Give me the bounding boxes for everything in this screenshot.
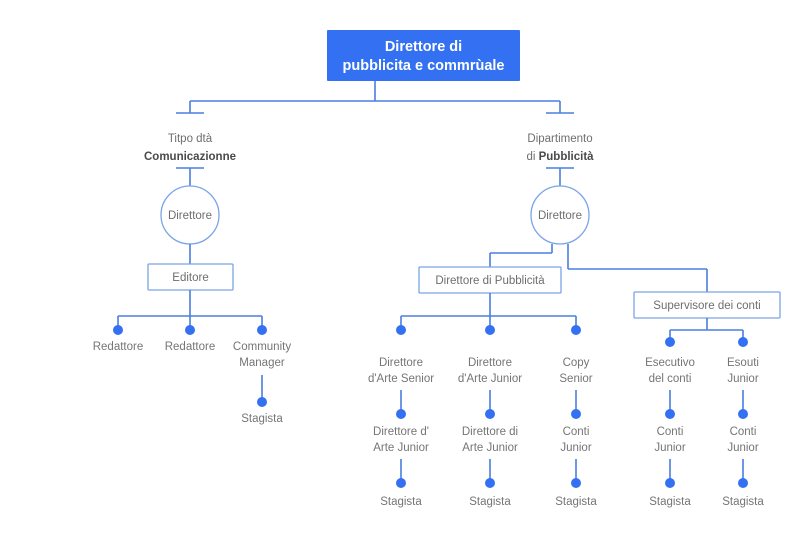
adv-col-1-level-1[interactable]: Direttore d'Arte Senior: [368, 325, 434, 385]
acc-col-2-dot-3[interactable]: [738, 478, 748, 488]
acc-col-2-level-1[interactable]: Esouti Junior: [727, 337, 759, 385]
acc-col-1-l1-line1: Esecutivo: [645, 357, 695, 369]
adv-col-3-l3: Stagista: [555, 496, 597, 508]
right-director-circle[interactable]: [530, 185, 590, 245]
right-director-label: Direttore: [538, 210, 582, 222]
adv-col-1-l2-line2: Arte Junior: [373, 442, 429, 454]
acc-col-2-level-3[interactable]: Stagista: [722, 478, 764, 508]
adv-col-2-dot-3[interactable]: [485, 478, 495, 488]
adv-col-1-l2-line1: Direttore d': [373, 426, 429, 438]
acc-col-1-dot-1[interactable]: [665, 337, 675, 347]
left-leaf-dot-3[interactable]: [257, 325, 267, 335]
adv-col-2-l3: Stagista: [469, 496, 511, 508]
direttore-pubblicita-label: Direttore di Pubblicità: [435, 275, 545, 287]
adv-col-2-l2-line1: Direttore di: [462, 426, 518, 438]
acc-col-1-l2-line2: Junior: [654, 442, 685, 454]
acc-col-2-l3: Stagista: [722, 496, 764, 508]
root-node-box[interactable]: [327, 30, 520, 81]
editore-label: Editore: [172, 272, 208, 284]
acc-col-1-l1-line2: del conti: [649, 373, 692, 385]
adv-col-2-level-2[interactable]: Direttore di Arte Junior: [462, 409, 518, 454]
left-header-line2: Comunicazionne: [144, 151, 236, 163]
right-director-to-advertising-connector: [489, 244, 553, 267]
left-stagista-label: Stagista: [241, 413, 283, 425]
adv-col-1-l3: Stagista: [380, 496, 422, 508]
adv-col-3-l1-line1: Copy: [563, 357, 590, 369]
right-header-line1: Dipartimento: [527, 133, 592, 145]
acc-col-2-dot-1[interactable]: [738, 337, 748, 347]
acc-col-1-l3: Stagista: [649, 496, 691, 508]
adv-col-1-dot-2[interactable]: [396, 409, 406, 419]
adv-col-1-level-3[interactable]: Stagista: [380, 478, 422, 508]
acc-col-2-l2-line2: Junior: [727, 442, 758, 454]
root-branch-connector: [189, 81, 561, 113]
acc-col-1-level-2[interactable]: Conti Junior: [654, 409, 686, 454]
adv-col-3-dot-3[interactable]: [571, 478, 581, 488]
left-header-to-director-connector: [176, 167, 204, 186]
adv-col-3-level-3[interactable]: Stagista: [555, 478, 597, 508]
adv-col-1-l1-line2: d'Arte Senior: [368, 373, 434, 385]
left-leaf-redattore-1[interactable]: Redattore: [93, 325, 144, 353]
left-stagista-dot[interactable]: [257, 397, 267, 407]
right-header-line2-prefix: di: [526, 151, 538, 163]
adv-col-3-l2-line1: Conti: [563, 426, 590, 438]
adv-col-3-l1-line2: Senior: [559, 373, 592, 385]
acc-col-1-l2-line1: Conti: [657, 426, 684, 438]
adv-col-1-dot-3[interactable]: [396, 478, 406, 488]
adv-col-3-l2-line2: Junior: [560, 442, 591, 454]
accounts-children-connector: [669, 318, 744, 340]
acc-col-2-level-2[interactable]: Conti Junior: [727, 409, 759, 454]
adv-col-1-level-2[interactable]: Direttore d' Arte Junior: [373, 409, 429, 454]
left-branch-header: Titpo dtà Comunicazionne: [144, 133, 236, 163]
acc-col-1-dot-3[interactable]: [665, 478, 675, 488]
adv-col-2-l1-line1: Direttore: [468, 357, 512, 369]
editore-node[interactable]: Editore: [147, 263, 234, 291]
adv-col-3-level-2[interactable]: Conti Junior: [560, 409, 592, 454]
acc-col-2-l1-line2: Junior: [727, 373, 758, 385]
right-header-to-director-connector: [546, 167, 574, 186]
acc-col-1-level-3[interactable]: Stagista: [649, 478, 691, 508]
adv-col-2-level-1[interactable]: Direttore d'Arte Junior: [458, 325, 522, 385]
left-leaf-label-1a: Redattore: [93, 341, 144, 353]
adv-col-2-l1-line2: d'Arte Junior: [458, 373, 522, 385]
adv-col-3-level-1[interactable]: Copy Senior: [559, 325, 593, 385]
supervisore-conti-label: Supervisore dei conti: [653, 300, 760, 312]
left-stagista-node[interactable]: Stagista: [241, 397, 283, 425]
supervisore-conti-node[interactable]: Supervisore dei conti: [633, 291, 781, 319]
left-leaf-redattore-2[interactable]: Redattore: [165, 325, 216, 353]
acc-col-1-dot-2[interactable]: [665, 409, 675, 419]
left-leaf-dot-1[interactable]: [113, 325, 123, 335]
adv-col-1-l1-line1: Direttore: [379, 357, 423, 369]
right-header-line2: di Pubblicità: [526, 151, 594, 163]
root-title-line1: Direttore di: [385, 39, 462, 55]
adv-col-2-dot-1[interactable]: [485, 325, 495, 335]
left-leaf-label-3a: Community: [233, 341, 291, 353]
adv-col-2-l2-line2: Arte Junior: [462, 442, 518, 454]
right-director-to-accounts-connector: [567, 244, 708, 292]
acc-col-2-l1-line1: Esouti: [727, 357, 759, 369]
acc-col-2-dot-2[interactable]: [738, 409, 748, 419]
right-header-line2-strong: Pubblicità: [539, 151, 595, 163]
right-branch-header: Dipartimento di Pubblicità: [526, 133, 594, 163]
editore-children-connector: [117, 290, 263, 328]
adv-col-3-dot-1[interactable]: [571, 325, 581, 335]
adv-col-1-dot-1[interactable]: [396, 325, 406, 335]
root-title-line2: pubblicita e commrùale: [343, 58, 505, 74]
left-header-line1: Titpo dtà: [168, 133, 213, 145]
right-director-node[interactable]: Direttore: [530, 185, 590, 245]
adv-col-3-dot-2[interactable]: [571, 409, 581, 419]
left-director-node[interactable]: Direttore: [160, 185, 220, 245]
direttore-pubblicita-node[interactable]: Direttore di Pubblicità: [418, 266, 562, 294]
left-leaf-dot-2[interactable]: [185, 325, 195, 335]
advertising-children-connector: [400, 293, 577, 328]
acc-col-2-l2-line1: Conti: [730, 426, 757, 438]
acc-col-1-level-1[interactable]: Esecutivo del conti: [645, 337, 695, 385]
left-leaf-label-2a: Redattore: [165, 341, 216, 353]
adv-col-2-level-3[interactable]: Stagista: [469, 478, 511, 508]
left-director-label: Direttore: [168, 210, 212, 222]
left-leaf-community-manager[interactable]: Community Manager: [233, 325, 291, 369]
root-node[interactable]: Direttore di pubblicita e commrùale: [327, 30, 520, 81]
adv-col-2-dot-2[interactable]: [485, 409, 495, 419]
left-leaf-label-3b: Manager: [239, 357, 285, 369]
